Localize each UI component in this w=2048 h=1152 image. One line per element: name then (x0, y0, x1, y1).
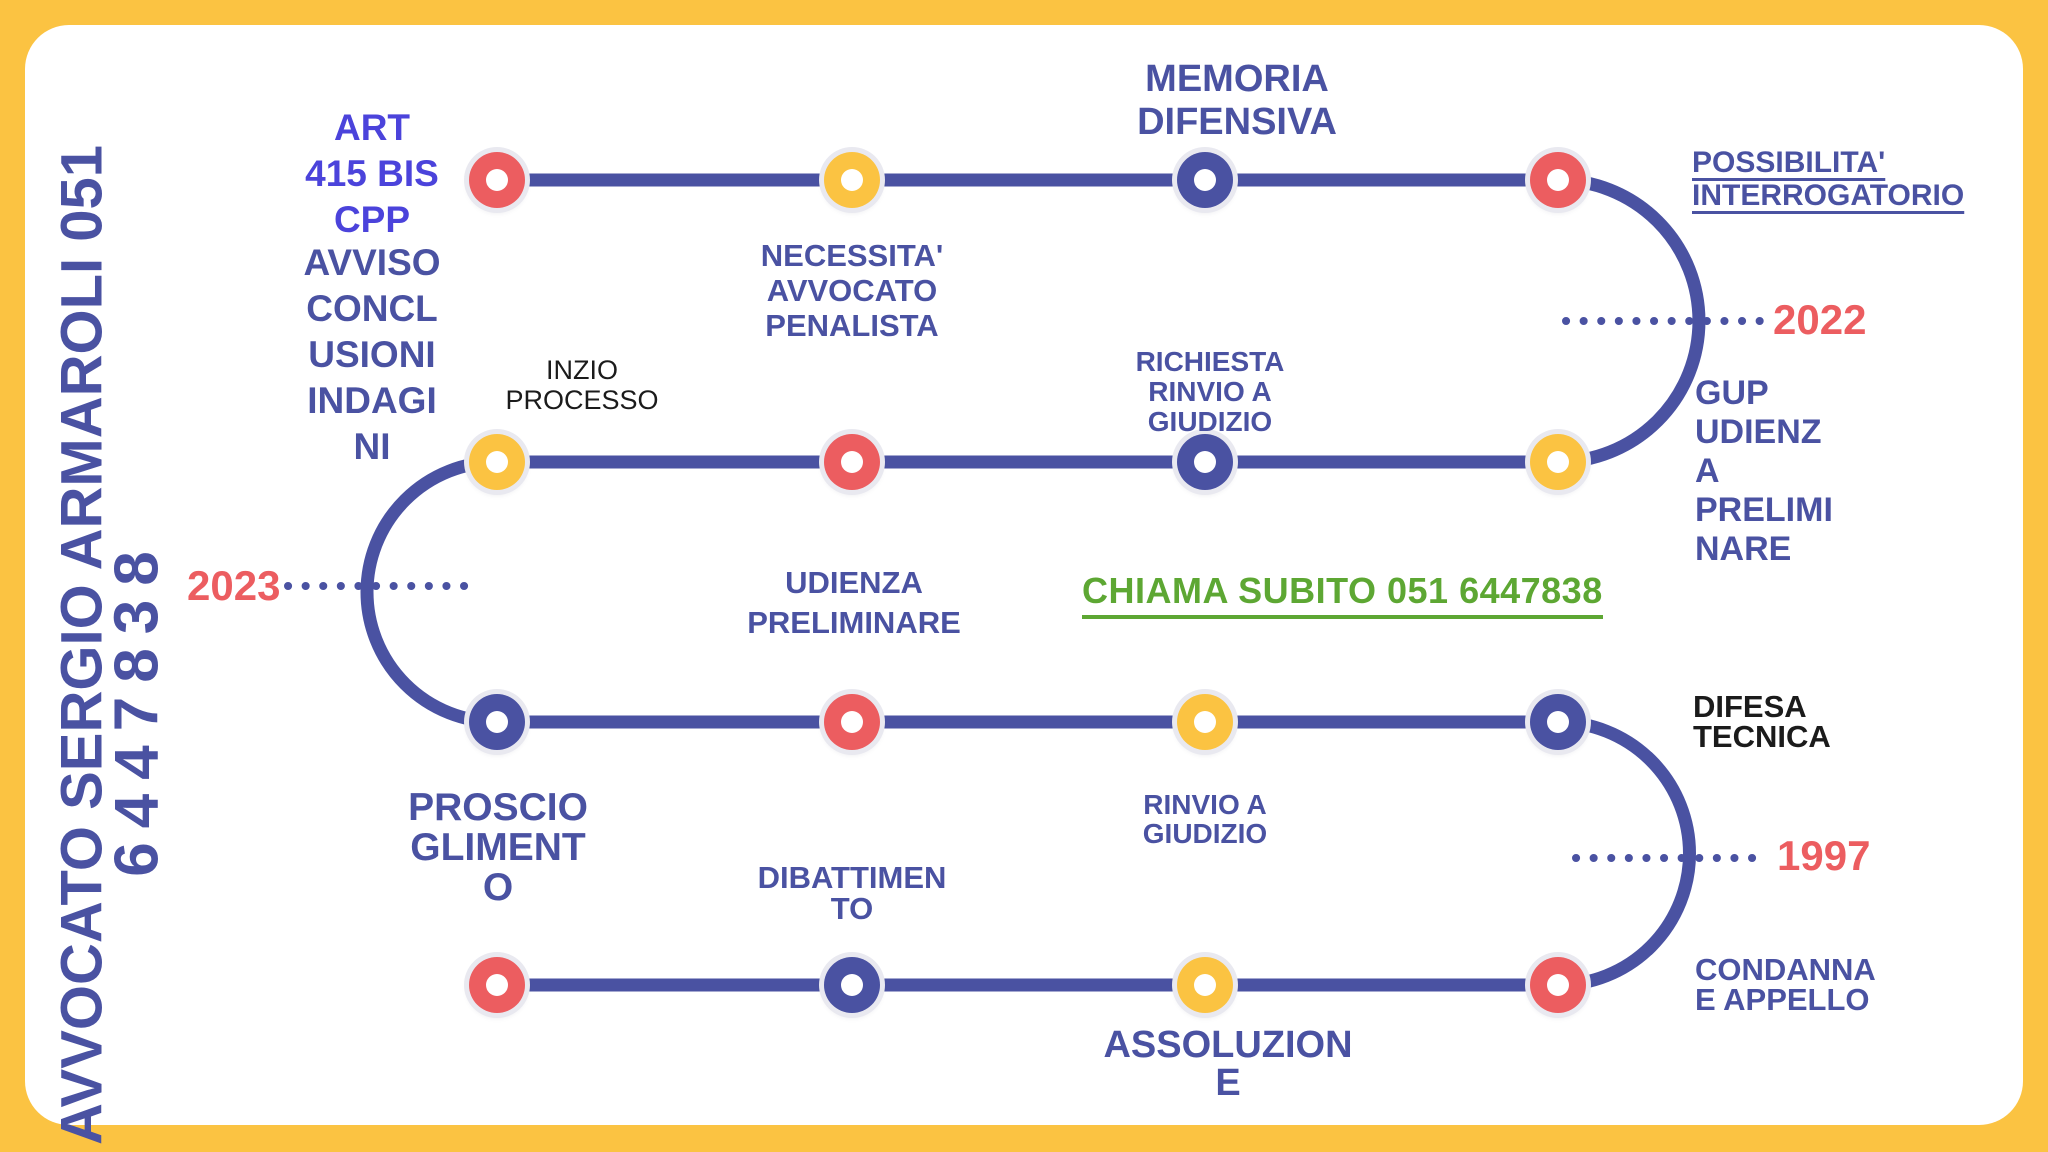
label-dibattimento: DIBATTIMEN TO (757, 860, 947, 926)
timeline-node-blue (1530, 694, 1586, 750)
label-possibilita-interrogatorio: POSSIBILITA' INTERROGATORIO (1692, 146, 1965, 212)
label-art-415-bis-cpp: ART 415 BIS CPP (305, 107, 439, 240)
timeline-node-blue (1177, 434, 1233, 490)
timeline-node-red (1530, 957, 1586, 1013)
call-now-link[interactable]: CHIAMA SUBITO 051 6447838 (1082, 570, 1603, 619)
timeline-node-yellow (1177, 957, 1233, 1013)
timeline-node-red (824, 694, 880, 750)
label-memoria-difensiva: MEMORIA DIFENSIVA (1137, 58, 1337, 143)
white-card (25, 25, 2023, 1125)
label-proscioglimento: PROSCIO GLIMENT O (408, 786, 588, 909)
label-necessita-avvocato-penalista: NECESSITA' AVVOCATO PENALISTA (760, 238, 944, 343)
timeline-node-red (469, 957, 525, 1013)
label-assoluzione: ASSOLUZION E (1103, 1024, 1353, 1104)
timeline-node-yellow (824, 152, 880, 208)
timeline-node-yellow (1530, 434, 1586, 490)
timeline-snake-path (360, 173, 1706, 992)
timeline-node-blue (469, 694, 525, 750)
label-difesa-tecnica: DIFESA TECNICA (1693, 689, 1831, 754)
timeline-node-yellow (1177, 694, 1233, 750)
timeline-node-red (469, 152, 525, 208)
label-inizio-processo: INZIO PROCESSO (505, 355, 659, 415)
label-rinvio-a-giudizio: RINVIO A GIUDIZIO (1142, 789, 1268, 849)
year-2023: 2023 (187, 562, 281, 609)
phone-number-vertical: 6447838 (102, 537, 172, 877)
timeline-node-blue (1177, 152, 1233, 208)
label-avviso-conclusioni-indagini: AVVISO CONCL USIONI INDAGI NI (303, 242, 441, 467)
year-1997: 1997 (1777, 832, 1871, 879)
label-udienza-preliminare: UDIENZA PRELIMINARE (747, 565, 961, 640)
label-condanna-e-appello: CONDANNA E APPELLO (1695, 952, 1876, 1017)
timeline-node-yellow (469, 434, 525, 490)
timeline-node-red (1530, 152, 1586, 208)
label-richiesta-rinvio-a-giudizio: RICHIESTA RINVIO A GIUDIZIO (1135, 346, 1285, 437)
year-2022: 2022 (1773, 296, 1867, 343)
timeline-node-blue (824, 957, 880, 1013)
timeline-node-red (824, 434, 880, 490)
label-gup-udienza-preliminare: GUP UDIENZ A PRELIMI NARE (1695, 374, 1833, 568)
